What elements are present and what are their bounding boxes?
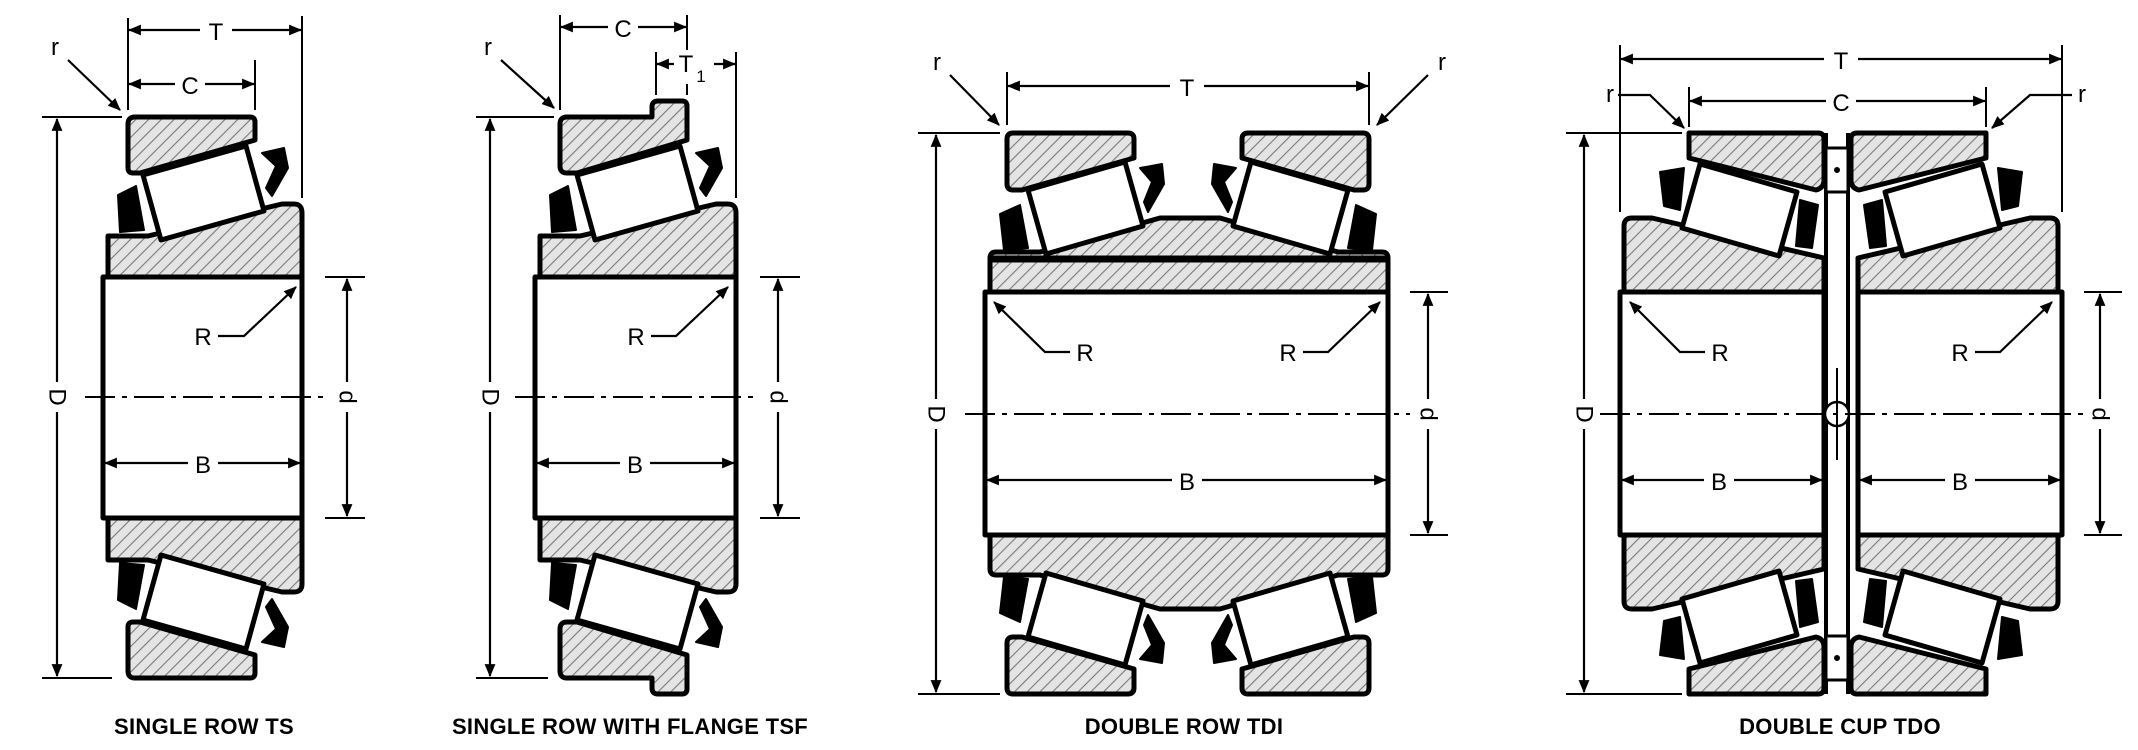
ts-cup-top <box>125 114 258 176</box>
tsf-cage-bottom-r <box>695 598 723 648</box>
tdo-cage-3 <box>1659 616 1685 660</box>
tdo-cup-top-left <box>1686 130 1827 193</box>
ts-dim-r: r <box>51 34 59 61</box>
tdi-dim-d: d <box>1415 407 1442 420</box>
tsf-cage-top <box>549 185 577 233</box>
tdi-dim-R-left: R <box>1076 340 1093 367</box>
tdi-cage-1 <box>999 204 1029 251</box>
tdi-cage-2 <box>1347 204 1377 251</box>
tdi-cup-top-right <box>1239 130 1372 193</box>
tsf-dim-C: C <box>614 16 631 43</box>
tdi-cone-top <box>987 215 1391 295</box>
ts-cage-bottom-r <box>261 598 289 648</box>
tdi-dim-r-left: r <box>933 49 941 76</box>
ts-cone-top <box>105 201 305 281</box>
ts-dim-C: C <box>181 73 198 100</box>
tdi-cup-bottom-left <box>1004 634 1137 697</box>
tdo-roller-bottom-right <box>1882 568 2003 666</box>
tdi-dim-r-right: r <box>1438 49 1446 76</box>
ts-dim-D: D <box>44 388 71 405</box>
ts-cage-top <box>117 185 145 233</box>
tdo-cup-bottom-right <box>1848 634 1989 697</box>
tdi-roller-bottom-right <box>1230 570 1351 668</box>
tdi-roller-top-right <box>1230 159 1351 257</box>
tdi-dim-T: T <box>1180 75 1195 102</box>
tdo-roller-top-right <box>1882 161 2003 259</box>
tsf-dim-T1-sub: 1 <box>696 67 705 86</box>
caption-double-cup-tdo: DOUBLE CUP TDO <box>1739 714 1941 739</box>
tdi-cage-3 <box>999 576 1029 623</box>
ts-dim-d: d <box>334 390 361 403</box>
ts-cage-bottom <box>117 562 145 610</box>
tdo-cage-8 <box>1863 578 1887 628</box>
tdi-roller-bottom-left <box>1025 570 1146 668</box>
tdo-dim-B-left: B <box>1711 469 1727 496</box>
tdo-cage-2 <box>1997 167 2023 211</box>
tsf-cup-top <box>557 98 690 176</box>
tdo-dim-r-right: r <box>2078 81 2086 108</box>
tdo-cage-5 <box>1795 199 1819 249</box>
tdi-cage-5 <box>1139 163 1165 213</box>
tdo-cage-1 <box>1659 167 1685 211</box>
ts-cone-bottom <box>105 515 305 595</box>
tsf-dim-T1: T <box>679 51 694 78</box>
tdi-cup-top-left <box>1004 130 1137 193</box>
ts-roller-top <box>140 143 267 243</box>
tdo-cage-7 <box>1795 578 1819 628</box>
tdo-cup-bottom-left <box>1686 634 1827 697</box>
tsf-dim-D: D <box>477 388 504 405</box>
tdo-dim-d: d <box>2087 407 2114 420</box>
ts-dim-B: B <box>195 452 211 479</box>
tdo-cup-top-right <box>1848 130 1989 193</box>
bearing-tdi: T r r D d B R R <box>918 49 1448 697</box>
caption-single-row-ts: SINGLE ROW TS <box>114 714 294 739</box>
tdi-cup-bottom-right <box>1239 634 1372 697</box>
ts-cup-bottom <box>125 619 258 681</box>
tdi-cage-7 <box>1139 614 1165 664</box>
tdo-dim-C: C <box>1832 90 1849 117</box>
tdi-cage-4 <box>1347 576 1377 623</box>
tdo-dim-B-right: B <box>1952 469 1968 496</box>
tdi-cage-8 <box>1211 614 1237 664</box>
ts-cage-top-r <box>261 147 289 197</box>
tsf-cone-bottom <box>537 515 739 595</box>
bearing-ts: T C D d B R r <box>42 16 365 681</box>
tdo-dim-R-left: R <box>1711 340 1728 367</box>
tdo-dim-R-right: R <box>1951 340 1968 367</box>
bearing-tsf: C T 1 D d B R r <box>476 15 800 697</box>
tsf-dim-B: B <box>627 452 643 479</box>
ts-dim-T: T <box>209 19 224 46</box>
tdo-cage-6 <box>1863 199 1887 249</box>
tdi-dim-B: B <box>1179 469 1195 496</box>
tdo-dim-r-left: r <box>1606 81 1614 108</box>
ts-roller-bottom <box>140 552 267 652</box>
tsf-dim-R: R <box>627 324 644 351</box>
tdi-dim-D: D <box>923 405 950 422</box>
tsf-roller-bottom <box>574 552 701 652</box>
tdi-cone-bottom <box>987 532 1391 612</box>
tdi-roller-top-left <box>1025 159 1146 257</box>
tdo-cage-4 <box>1997 616 2023 660</box>
tsf-dim-r: r <box>484 34 492 61</box>
tsf-cup-bottom <box>557 619 690 697</box>
tdo-roller-bottom-left <box>1679 568 1800 666</box>
tdo-dim-D: D <box>1571 405 1598 422</box>
tsf-cage-bottom <box>549 562 577 610</box>
tsf-dim-d: d <box>765 390 792 403</box>
bearing-tdo: T C r r D d B B R R <box>1566 45 2122 697</box>
tsf-cage-top-r <box>695 147 723 197</box>
tdi-cage-6 <box>1211 163 1237 213</box>
ts-dim-R: R <box>194 324 211 351</box>
caption-double-row-tdi: DOUBLE ROW TDI <box>1084 714 1284 739</box>
tdi-dim-R-right: R <box>1279 340 1296 367</box>
tsf-roller-top <box>574 143 701 243</box>
caption-single-row-flange-tsf: SINGLE ROW WITH FLANGE TSF <box>451 714 809 739</box>
tsf-cone-top <box>537 201 739 281</box>
tdo-dim-T: T <box>1834 48 1849 75</box>
tdo-roller-top-left <box>1679 161 1800 259</box>
